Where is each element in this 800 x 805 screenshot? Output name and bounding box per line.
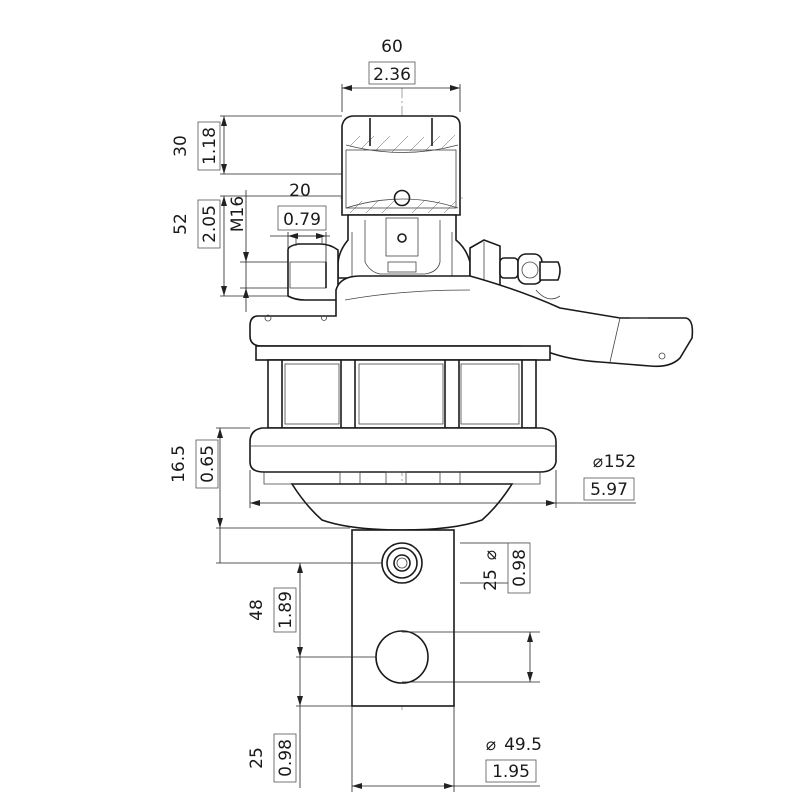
output-shaft	[351, 529, 455, 707]
dim-pin-diameter	[460, 542, 531, 594]
port-offset-in: 0.79	[283, 210, 321, 230]
top-head	[341, 115, 461, 216]
torque-arm	[249, 275, 694, 368]
dim-top-height	[197, 115, 342, 175]
pin-diameter-mm: 25	[481, 569, 501, 591]
shaft-diameter-mm: 49.5	[504, 735, 542, 755]
flange-diameter-in: 5.97	[590, 480, 628, 500]
pin-spacing-in: 1.89	[276, 591, 296, 629]
shaft-end-mm: 25	[247, 747, 267, 769]
flange-thickness-mm: 16.5	[169, 445, 189, 483]
dim-flange-thickness	[195, 427, 350, 529]
top-width-mm: 60	[381, 37, 403, 57]
flange	[249, 427, 557, 531]
dim-port-thread	[240, 190, 288, 312]
shaft-diameter-in: 1.95	[492, 762, 530, 782]
shaft-diameter-symbol: ⌀	[486, 735, 496, 755]
motor-body	[255, 345, 551, 429]
left-port	[287, 235, 339, 301]
port-height-mm: 52	[171, 213, 191, 235]
top-height-in: 1.18	[200, 127, 220, 165]
flange-thickness-in: 0.65	[198, 445, 218, 483]
pin-diameter-symbol: ⌀	[481, 550, 501, 560]
dim-shaft-diameter	[351, 706, 540, 792]
dim-top-width	[341, 61, 461, 112]
dim-port-offset	[270, 205, 330, 262]
pin-diameter-in: 0.98	[510, 549, 530, 587]
flange-diameter-symbol: ⌀	[593, 452, 603, 472]
dim-shaft-end	[273, 657, 352, 788]
flange-diameter-mm: 152	[604, 452, 636, 472]
shaft-end-in: 0.98	[276, 739, 296, 777]
dim-pin-spacing	[216, 528, 382, 658]
dim-port-height	[197, 195, 342, 297]
port-offset-mm: 20	[289, 181, 311, 201]
dim-flange-diameter	[249, 470, 636, 508]
housing	[337, 214, 471, 279]
port-height-in: 2.05	[200, 205, 220, 243]
port-thread-label: M16	[228, 196, 248, 232]
dim-pin2-diameter-right	[402, 631, 540, 683]
pin-spacing-mm: 48	[247, 599, 267, 621]
top-height-mm: 30	[171, 135, 191, 157]
top-width-in: 2.36	[373, 65, 411, 85]
